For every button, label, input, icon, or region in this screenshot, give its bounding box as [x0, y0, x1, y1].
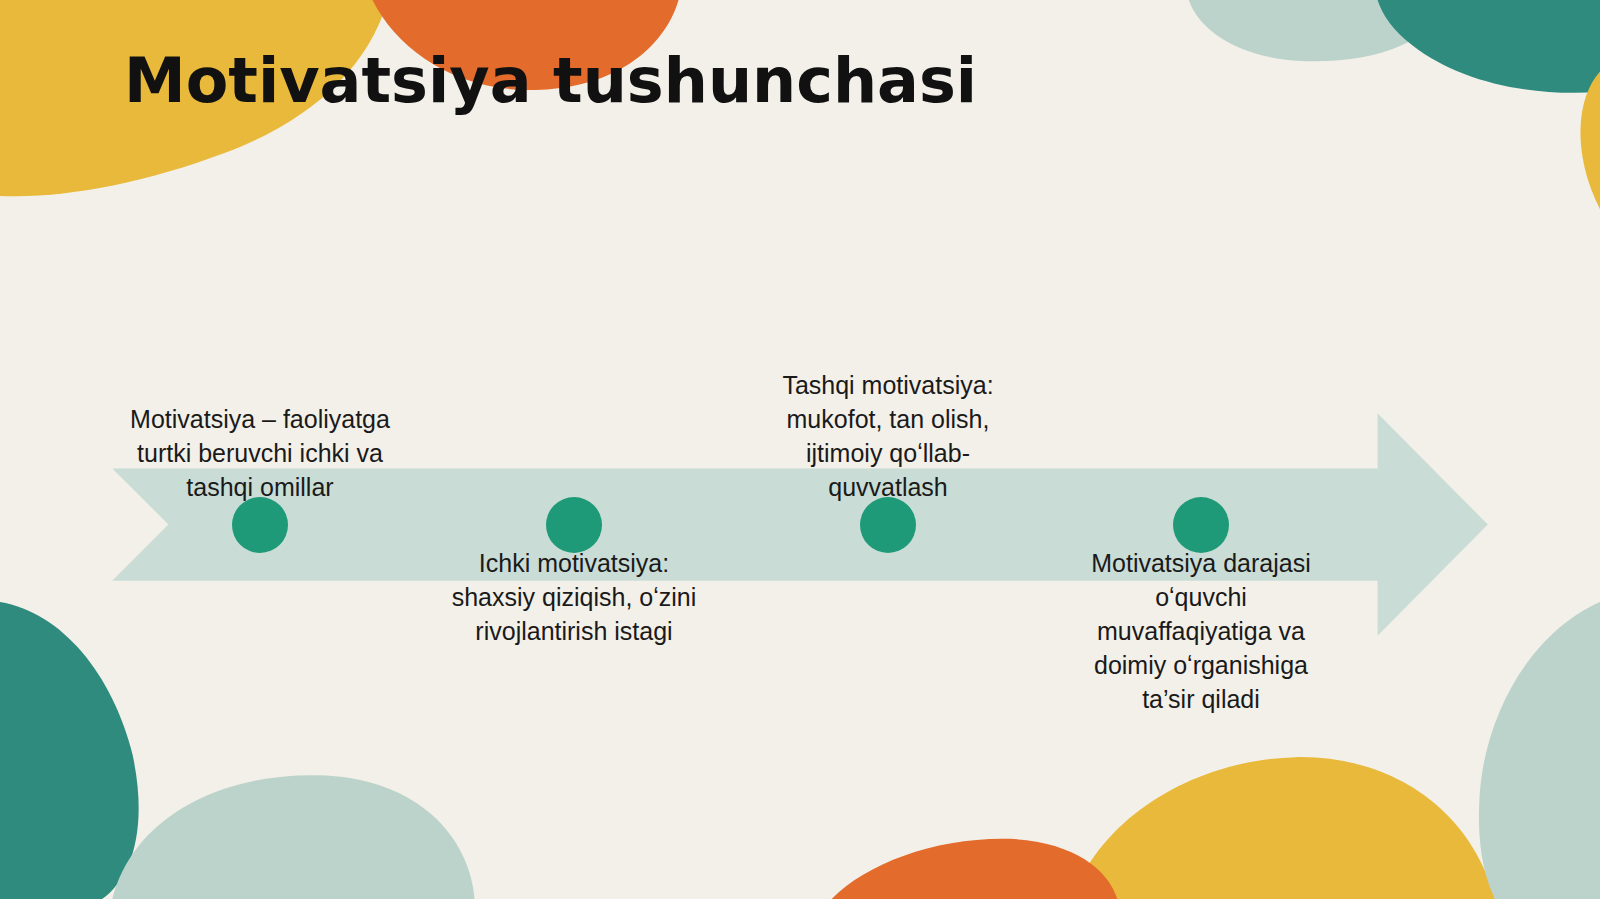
timeline-text: Motivatsiya – faoliyatga turtki beruvchi… [125, 402, 395, 504]
yellow-blob [1071, 757, 1494, 899]
orange-blob [832, 839, 1118, 899]
timeline-dot: Motivatsiya darajasi oʻquvchi muvaffaqiy… [1173, 497, 1229, 553]
sage-blob [1479, 602, 1600, 899]
timeline-dot: Tashqi motivatsiya: mukofot, tan olish, … [860, 497, 916, 553]
yellow-edge-blob [1580, 71, 1600, 209]
teal-blob [1378, 0, 1600, 93]
timeline-dot: Ichki motivatsiya: shaxsiy qiziqish, oʻz… [546, 497, 602, 553]
timeline-dot: Motivatsiya – faoliyatga turtki beruvchi… [232, 497, 288, 553]
timeline-text: Motivatsiya darajasi oʻquvchi muvaffaqiy… [1066, 546, 1336, 716]
sage-blob [112, 775, 474, 899]
teal-blob [0, 602, 139, 899]
timeline-text: Ichki motivatsiya: shaxsiy qiziqish, oʻz… [439, 546, 709, 648]
slide-title: Motivatsiya tushunchasi [124, 44, 977, 117]
timeline-text: Tashqi motivatsiya: mukofot, tan olish, … [753, 368, 1023, 504]
